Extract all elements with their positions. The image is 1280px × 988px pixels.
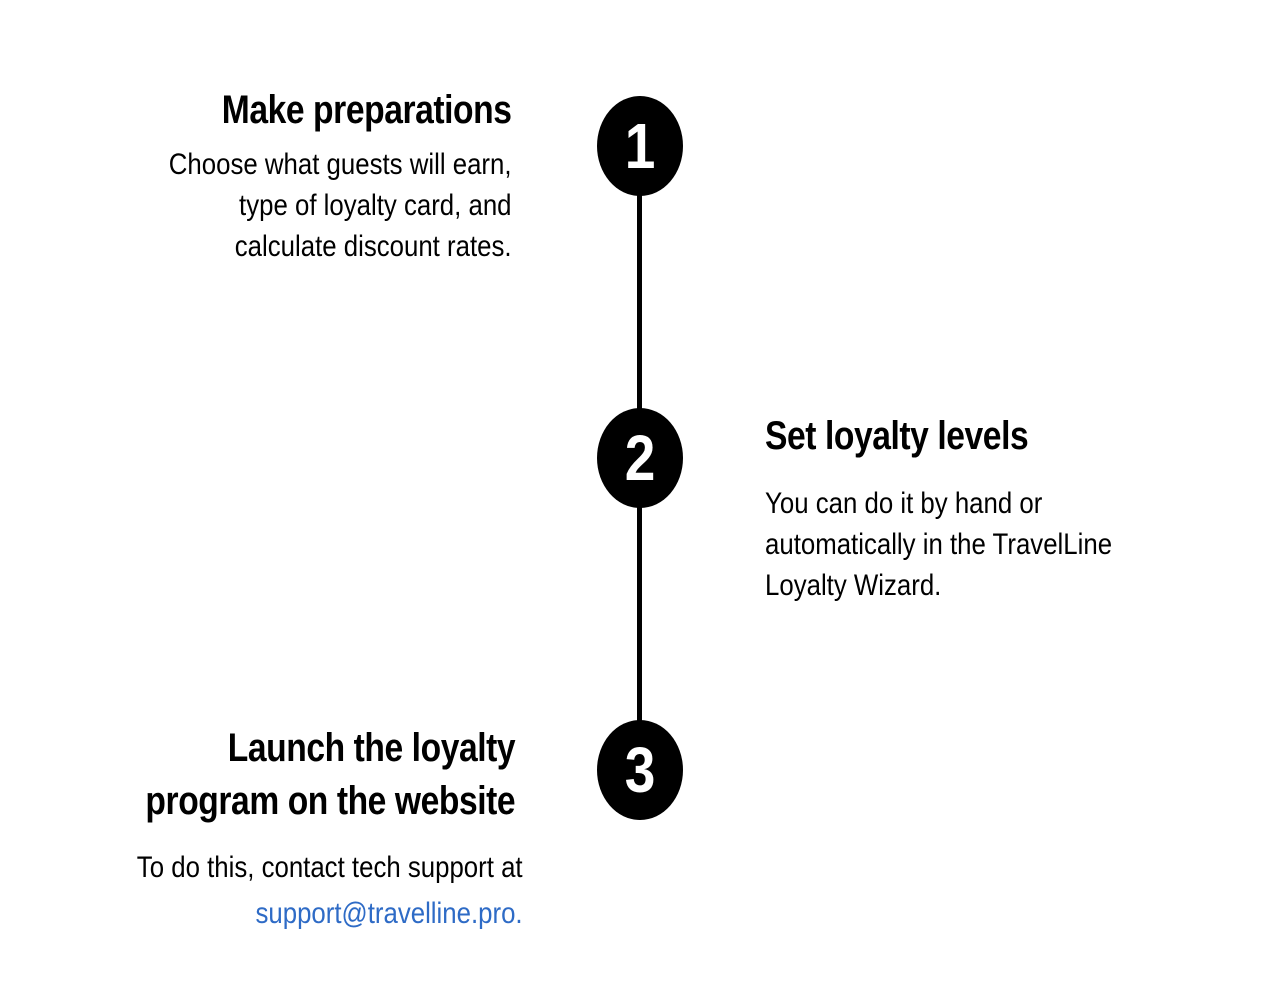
step-3-title-line-2: program on the website bbox=[145, 779, 515, 823]
step-1-title: Make preparations bbox=[222, 88, 512, 132]
step-3-title: Launch the loyalty program on the websit… bbox=[145, 722, 515, 828]
step-1-marker: 1 bbox=[597, 96, 683, 196]
step-1-desc-line-2: type of loyalty card, and bbox=[239, 189, 512, 222]
step-3-block: Launch the loyalty program on the websit… bbox=[75, 722, 515, 828]
step-2-description: You can do it by hand or automatically i… bbox=[765, 483, 1112, 606]
step-2-marker: 2 bbox=[597, 408, 683, 508]
step-1-description: Choose what guests will earn, type of lo… bbox=[169, 144, 512, 267]
step-3-description-block: To do this, contact tech support at supp… bbox=[74, 845, 523, 937]
step-2-desc-line-2: automatically in the TravelLine bbox=[765, 528, 1113, 561]
step-1-block: Make preparations Choose what guests wil… bbox=[113, 84, 512, 267]
step-1-number: 1 bbox=[624, 110, 656, 182]
step-2-title: Set loyalty levels bbox=[765, 414, 1029, 458]
support-email-link[interactable]: support@travelline.pro. bbox=[255, 897, 523, 930]
step-2-desc-line-1: You can do it by hand or bbox=[765, 487, 1043, 520]
step-2-block: Set loyalty levels You can do it by hand… bbox=[765, 410, 1169, 606]
step-3-desc-text: To do this, contact tech support at bbox=[137, 851, 523, 884]
step-3-description: To do this, contact tech support at supp… bbox=[137, 845, 523, 937]
step-2-number: 2 bbox=[624, 422, 656, 494]
step-3-marker: 3 bbox=[597, 720, 683, 820]
step-3-number: 3 bbox=[624, 734, 656, 806]
step-1-desc-line-3: calculate discount rates. bbox=[235, 230, 512, 263]
step-1-desc-line-1: Choose what guests will earn, bbox=[169, 148, 512, 181]
step-2-desc-line-3: Loyalty Wizard. bbox=[765, 569, 942, 602]
step-3-title-line-1: Launch the loyalty bbox=[227, 726, 516, 770]
